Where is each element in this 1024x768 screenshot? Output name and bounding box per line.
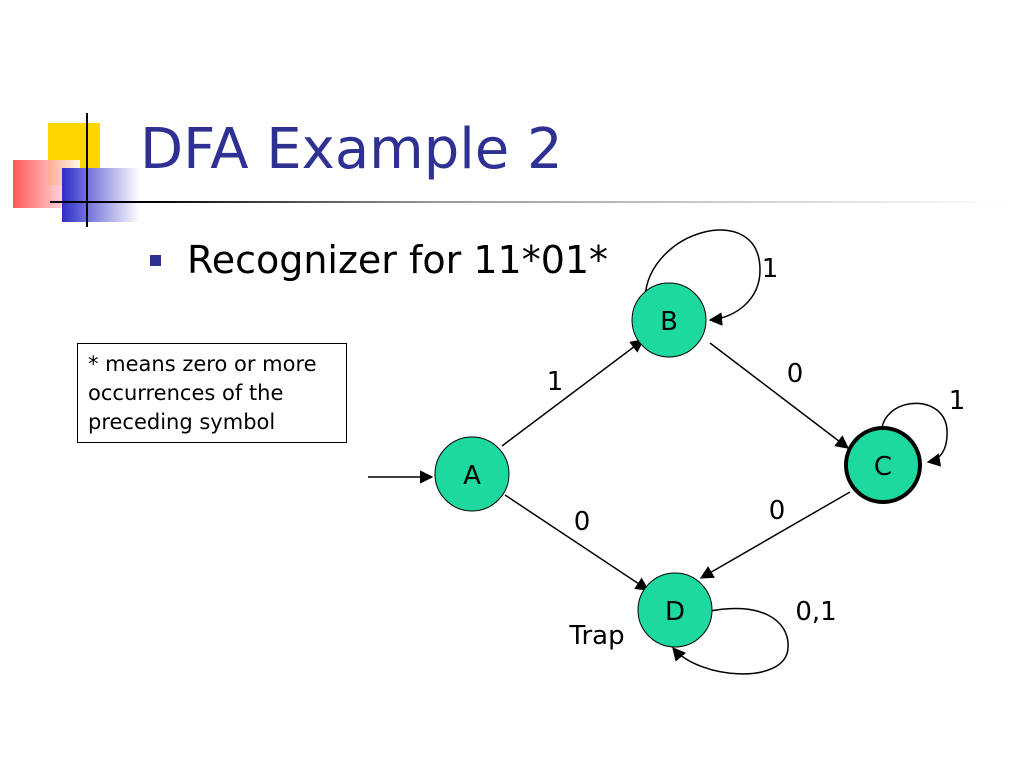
edge-b-loop [644,229,761,326]
state-a-label: A [463,461,481,491]
label-d-loop: 0,1 [795,597,836,627]
bullet-item: Recognizer for 11*01* [150,238,608,282]
deco-blue-block [62,168,140,222]
state-b: B [631,282,707,358]
state-a: A [434,436,510,512]
trap-label: Trap [568,621,624,651]
label-c-loop: 1 [949,386,966,416]
edge-a-d [504,494,650,591]
label-c-d: 0 [769,496,786,526]
label-b-loop: 1 [762,254,779,284]
deco-vertical-line [86,113,88,227]
bullet-marker [150,254,161,266]
state-d-label: D [665,597,685,627]
note-box: * means zero or more occurrences of the … [77,343,347,443]
label-b-c: 0 [787,359,804,389]
state-c-label: C [874,452,892,482]
edge-c-loop [881,402,948,467]
state-c: C [844,426,922,504]
label-a-b: 1 [547,367,564,397]
edge-d-loop [672,607,789,675]
state-b-label: B [660,307,678,337]
edge-a-b [501,339,645,447]
note-line: occurrences of the [88,381,284,405]
label-a-d: 0 [574,507,591,537]
edge-c-d [699,491,851,579]
state-d: D [637,572,713,648]
note-line: preceding symbol [88,410,276,434]
deco-horizontal-line [50,201,1010,203]
edge-b-c [709,342,850,449]
note-line: * means zero or more [88,352,317,376]
page-title: DFA Example 2 [140,117,563,182]
bullet-text: Recognizer for 11*01* [187,238,609,282]
